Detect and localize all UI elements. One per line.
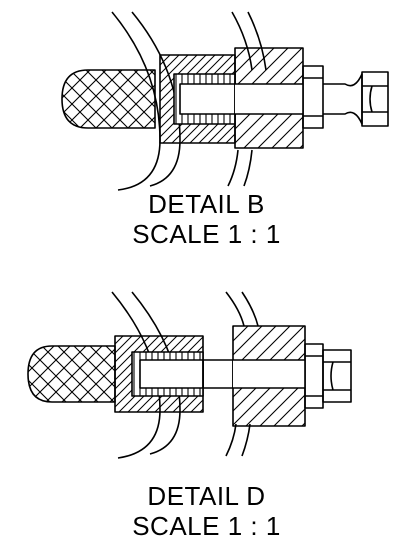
detail-b-title: DETAIL B bbox=[148, 189, 265, 219]
detail-b-block bbox=[234, 47, 304, 149]
detail-d-insert bbox=[114, 335, 204, 413]
detail-d-title: DETAIL D bbox=[147, 481, 266, 511]
detail-b-shaft bbox=[302, 65, 389, 129]
detail-b-handle bbox=[61, 69, 156, 129]
detail-b-insert bbox=[159, 54, 236, 144]
detail-b-scale: SCALE 1 : 1 bbox=[132, 219, 281, 249]
detail-d-handle bbox=[27, 345, 116, 403]
detail-d-scale: SCALE 1 : 1 bbox=[132, 511, 281, 541]
detail-d-drawing bbox=[27, 291, 352, 459]
detail-d-block bbox=[232, 325, 306, 427]
detail-d-nut bbox=[304, 343, 352, 409]
detail-b-drawing bbox=[61, 11, 389, 191]
detail-d-shaft bbox=[202, 359, 234, 389]
